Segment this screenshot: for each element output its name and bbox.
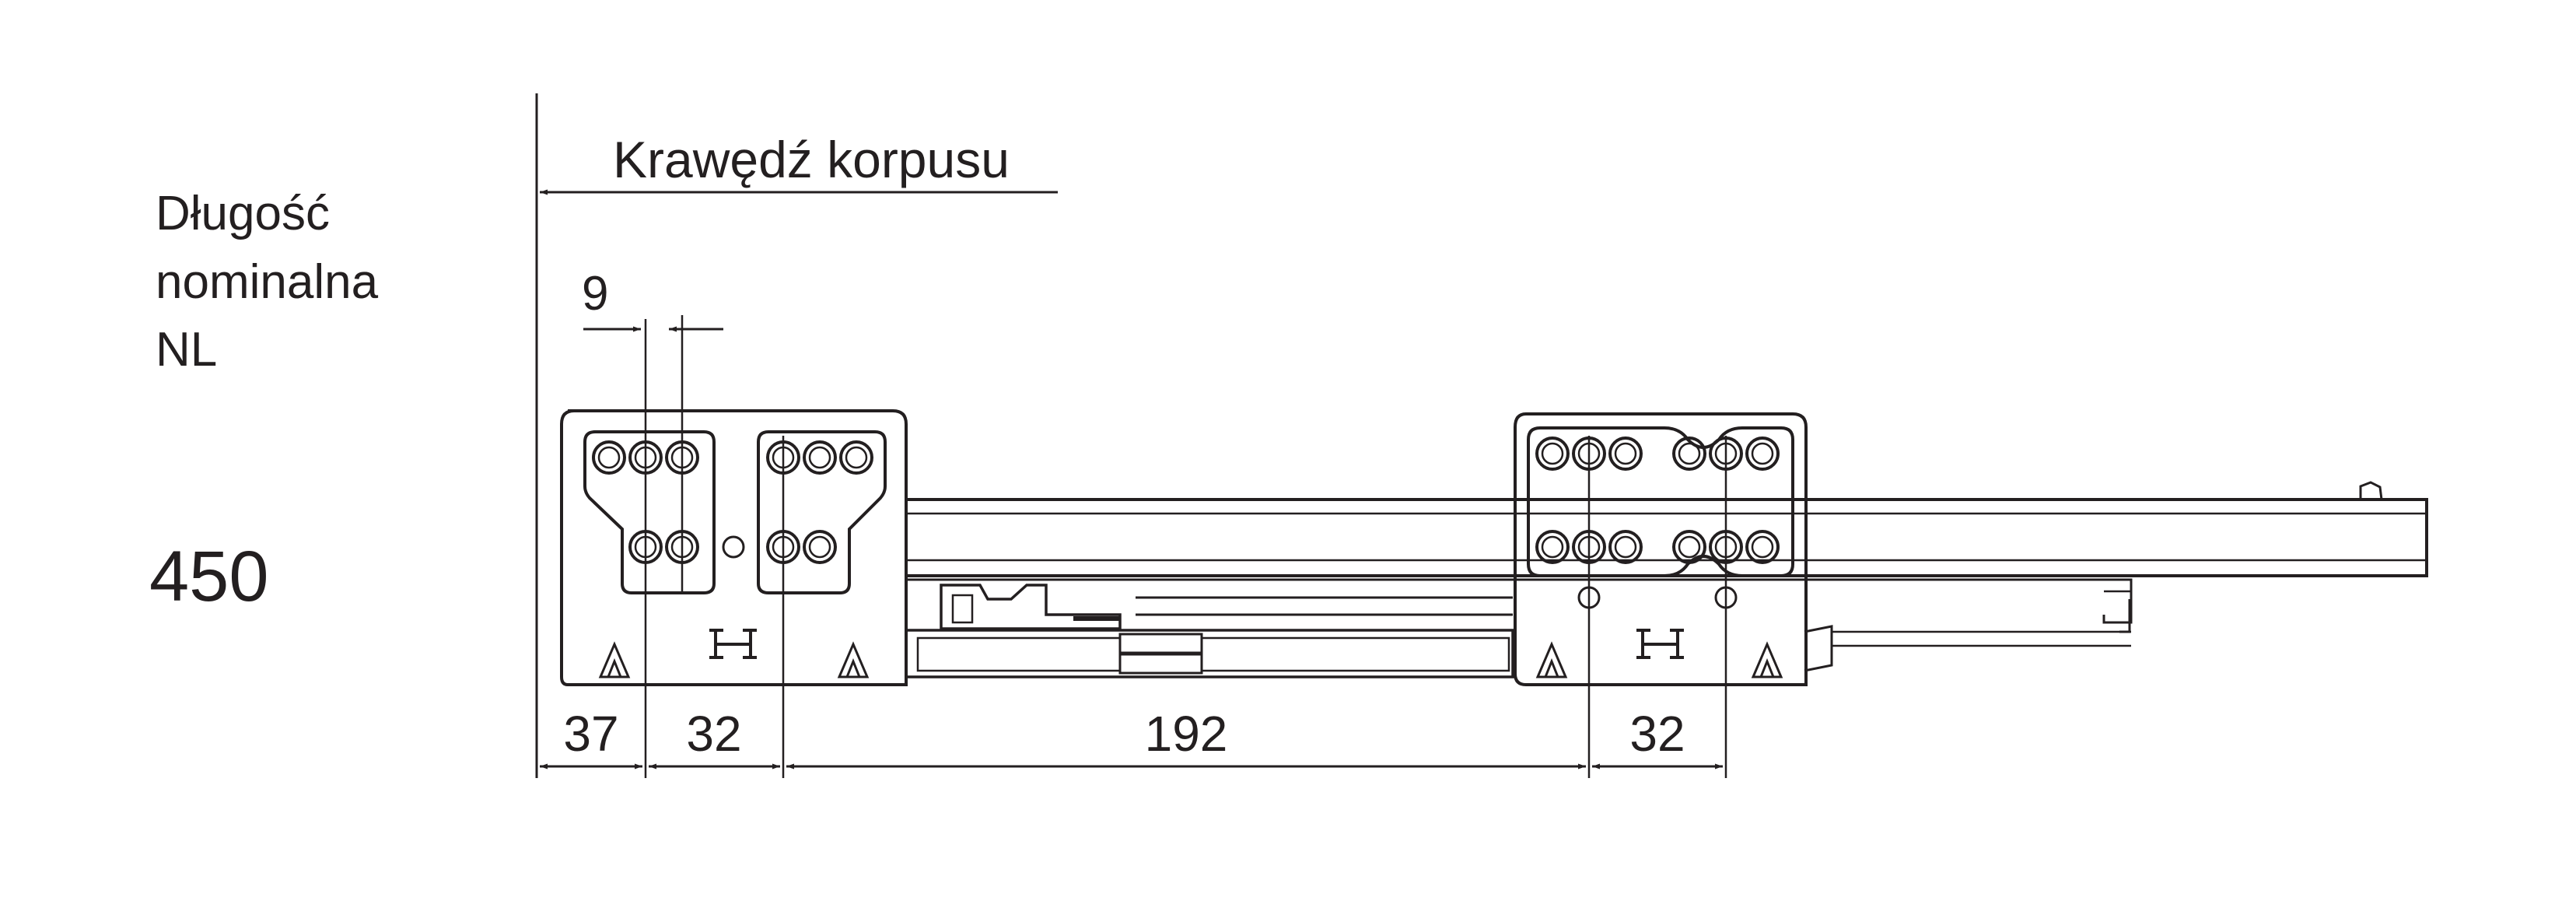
dim-label-4: 32 [1629,706,1685,762]
cabinet-edge-label: Krawędź korpusu [613,131,1010,188]
nominal-length-label-line3: NL [156,323,217,377]
nominal-length-value: 450 [149,537,269,616]
offset-dimension-label: 9 [582,267,608,321]
left-mounting-bracket [560,409,908,686]
slide-rail [905,481,2428,678]
dim-label-2: 32 [686,706,741,762]
nominal-length-label-line2: nominalna [156,255,379,309]
right-mounting-bracket [1514,412,1808,686]
dim-label-3: 192 [1145,706,1228,762]
dim-label-1: 37 [563,706,618,762]
nominal-length-label-line1: Długość [156,187,330,240]
